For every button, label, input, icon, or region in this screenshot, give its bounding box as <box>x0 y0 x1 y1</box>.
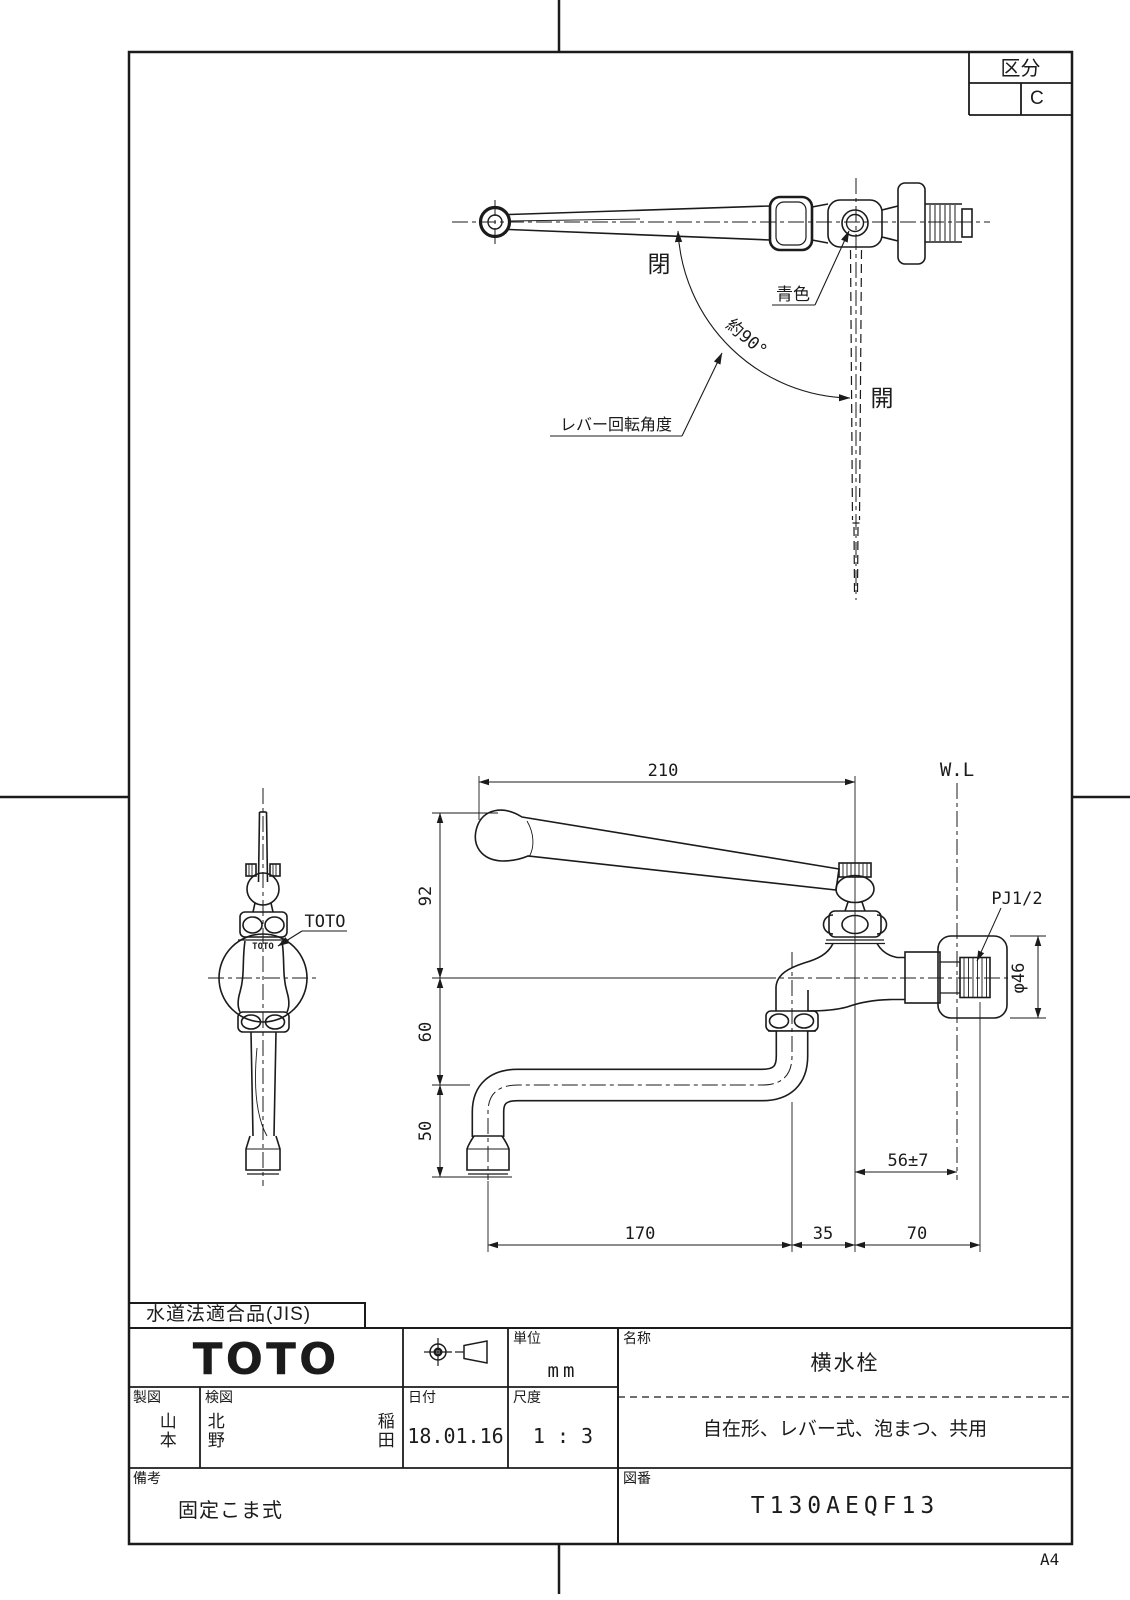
side-view-outline <box>218 811 308 1175</box>
unit-value: mm <box>547 1360 579 1382</box>
dim-70: 70 <box>907 1224 927 1244</box>
remarks-label: 備考 <box>133 1470 161 1486</box>
name-value: 横水栓 <box>810 1352 880 1375</box>
toto-callout-text: TOTO <box>305 912 346 932</box>
title-block-lines <box>128 1302 1072 1544</box>
checked-label: 検図 <box>205 1389 233 1405</box>
toto-callout-leader <box>277 930 303 947</box>
rotation-arc <box>674 230 851 402</box>
remarks-value: 固定こま式 <box>178 1500 283 1522</box>
extension-lines <box>432 776 1046 1252</box>
date-label: 日付 <box>408 1389 436 1405</box>
drawing-no-value: T130AEQF13 <box>750 1493 940 1519</box>
dim-210: 210 <box>648 761 679 781</box>
dim-170: 170 <box>625 1224 656 1244</box>
dim-60: 60 <box>416 1022 436 1042</box>
lever-open-phantom <box>849 249 863 593</box>
thread-hatching-top <box>929 205 956 241</box>
lever-rotation-leader <box>681 352 723 437</box>
dim-92: 92 <box>416 886 436 906</box>
drawing-frame <box>127 50 1074 1546</box>
top-view-lever-rotation: 閉 開 青色 約90° レバー回転角度 <box>452 178 990 600</box>
brand-logo: TOTO <box>192 1334 340 1385</box>
projection-symbol-icon <box>424 1338 488 1366</box>
thread-leader <box>976 907 1002 962</box>
dim-flange-dia: φ46 <box>1009 963 1029 994</box>
dim-35: 35 <box>813 1224 833 1244</box>
wall-line-label: W.L <box>940 759 974 781</box>
checked-by: 北野 <box>204 1412 224 1450</box>
front-view-centerlines <box>487 783 1014 1180</box>
dim-50: 50 <box>416 1121 436 1141</box>
subtitle: 自在形、レバー式、泡まつ、共用 <box>702 1419 988 1440</box>
dimension-lines <box>436 778 1042 1249</box>
blue-label-leader <box>814 230 850 306</box>
scale-value: 1 : 3 <box>532 1424 594 1448</box>
kubun-box-lines <box>968 52 1072 116</box>
spout-tube <box>466 1031 809 1175</box>
compliance-label: 水道法適合品(JIS) <box>146 1304 312 1325</box>
scale-label: 尺度 <box>513 1389 541 1405</box>
kubun-label: 区分 <box>1000 58 1041 80</box>
lever-top-outline <box>478 182 973 265</box>
thread-label: PJ1/2 <box>991 889 1042 909</box>
open-label: 開 <box>871 385 894 411</box>
name-label: 名称 <box>623 1330 651 1346</box>
thread-hatching-front <box>963 958 987 997</box>
body-logo-text: TOTO <box>252 942 274 952</box>
drawn-label: 製図 <box>133 1389 161 1405</box>
blue-label: 青色 <box>776 285 810 304</box>
angle-label: 約90° <box>722 315 771 361</box>
side-view: TOTO TOTO <box>208 788 347 1186</box>
unit-label: 単位 <box>513 1330 541 1346</box>
sheet-size-label: A4 <box>1040 1550 1060 1569</box>
checked-by-2: 稲田 <box>374 1412 394 1450</box>
date-value: 18.01.16 <box>407 1424 504 1448</box>
drawing-no-label: 図番 <box>623 1470 651 1486</box>
dim-56-7: 56±7 <box>888 1151 929 1171</box>
drawn-by: 山本 <box>156 1412 176 1450</box>
closed-label: 閉 <box>648 251 671 277</box>
front-view: 210 92 60 50 170 35 70 56±7 φ46 W.L PJ1/… <box>416 759 1046 1252</box>
kubun-value: C <box>1030 88 1044 109</box>
lever-rotation-label: レバー回転角度 <box>560 416 672 434</box>
front-view-outline <box>474 809 1008 1032</box>
